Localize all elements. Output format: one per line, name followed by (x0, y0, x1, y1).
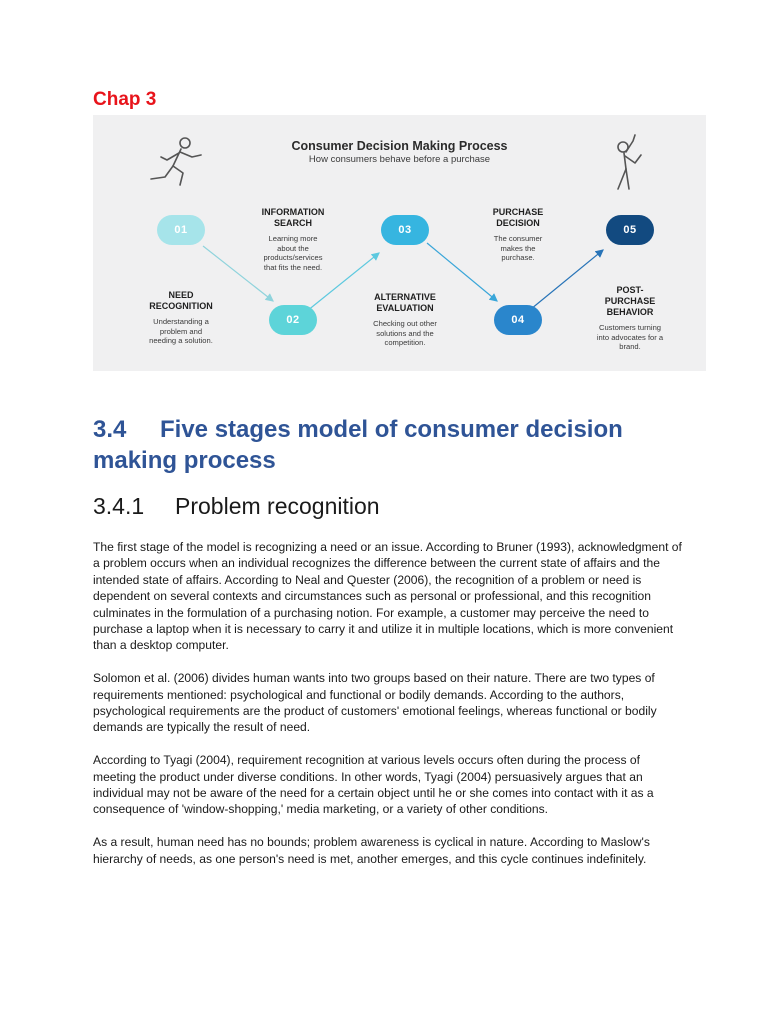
stage-04-name-line: PURCHASE (492, 207, 544, 217)
paragraph: As a result, human need has no bounds; p… (93, 835, 650, 866)
stage-02-desc-line: Learning more (268, 234, 318, 243)
stage-node-01: 01 (157, 215, 205, 245)
paragraph: Solomon et al. (2006) divides human want… (93, 671, 657, 735)
stage-03-name-line: EVALUATION (376, 303, 434, 313)
stage-02-desc-line: about the (277, 243, 309, 253)
stage-05-text: POST- PURCHASE BEHAVIOR Customers turnin… (577, 285, 683, 352)
stage-node-05: 05 (606, 215, 654, 245)
consumer-decision-diagram: Consumer Decision Making Process How con… (93, 115, 706, 371)
stage-02-desc-line: that fits the need. (263, 262, 323, 272)
stage-03-text: ALTERNATIVE EVALUATION Checking out othe… (352, 292, 458, 348)
chapter-title: Chap 3 (93, 89, 157, 110)
paragraph: The first stage of the model is recogniz… (93, 540, 682, 653)
stage-02-name-line: SEARCH (273, 218, 312, 228)
stage-connectors (202, 242, 604, 312)
stage-01-desc-line: problem and (159, 326, 203, 336)
stage-node-03: 03 (381, 215, 429, 245)
stage-01-name-line: RECOGNITION (149, 301, 213, 311)
stage-02-name-line: INFORMATION (261, 207, 325, 217)
paragraph: According to Tyagi (2004), requirement r… (93, 753, 654, 817)
diagram-title: Consumer Decision Making Process (291, 139, 508, 153)
connector-01-02 (202, 245, 274, 302)
connector-02-03 (306, 252, 380, 312)
stage-03-desc-line: Checking out other (373, 319, 437, 328)
connector-03-04 (426, 242, 498, 302)
stage-03-desc-line: solutions and the (376, 328, 434, 338)
stage-02-desc-line: products/services (263, 253, 323, 262)
subsection-heading: 3.4.1 Problem recognition (93, 493, 380, 520)
stage-05-name-line: PURCHASE (604, 296, 656, 306)
celebrating-person-icon (617, 134, 642, 190)
stage-04-desc-line: purchase. (501, 253, 535, 262)
subsection-number: 3.4.1 (93, 493, 145, 519)
running-person-icon (150, 137, 202, 186)
stage-01-desc-line: needing a solution. (149, 336, 213, 345)
diagram-subtitle: How consumers behave before a purchase (308, 154, 491, 165)
body-text: The first stage of the model is recogniz… (93, 539, 683, 883)
stage-04-desc-line: makes the (500, 243, 536, 253)
stage-05-desc-line: brand. (619, 342, 641, 351)
stage-05-desc-line: Customers turning (598, 323, 662, 332)
stage-02-text: INFORMATION SEARCH Learning more about t… (240, 207, 346, 272)
stage-01-desc-line: Understanding a (153, 317, 209, 326)
stage-04-name-line: DECISION (496, 218, 540, 228)
stage-05-name-line: BEHAVIOR (606, 307, 654, 317)
connector-04-05 (530, 249, 604, 310)
section-number: 3.4 (93, 416, 127, 443)
stage-05-desc-line: into advocates for a (596, 332, 664, 342)
stage-03-name-line: ALTERNATIVE (374, 292, 436, 302)
stage-01-name-line: NEED (168, 290, 194, 300)
stage-04-desc-line: The consumer (493, 234, 543, 243)
subsection-title: Problem recognition (175, 493, 380, 519)
stage-03-desc-line: competition. (384, 338, 426, 347)
stage-05-name-line: POST- (616, 285, 644, 295)
stage-01-text: NEED RECOGNITION Understanding a problem… (128, 290, 234, 346)
stage-04-text: PURCHASE DECISION The consumer makes the… (465, 207, 571, 263)
stage-node-04: 04 (494, 305, 542, 335)
stage-node-02: 02 (269, 305, 317, 335)
section-title: Five stages model of consumer decision m… (93, 416, 623, 474)
